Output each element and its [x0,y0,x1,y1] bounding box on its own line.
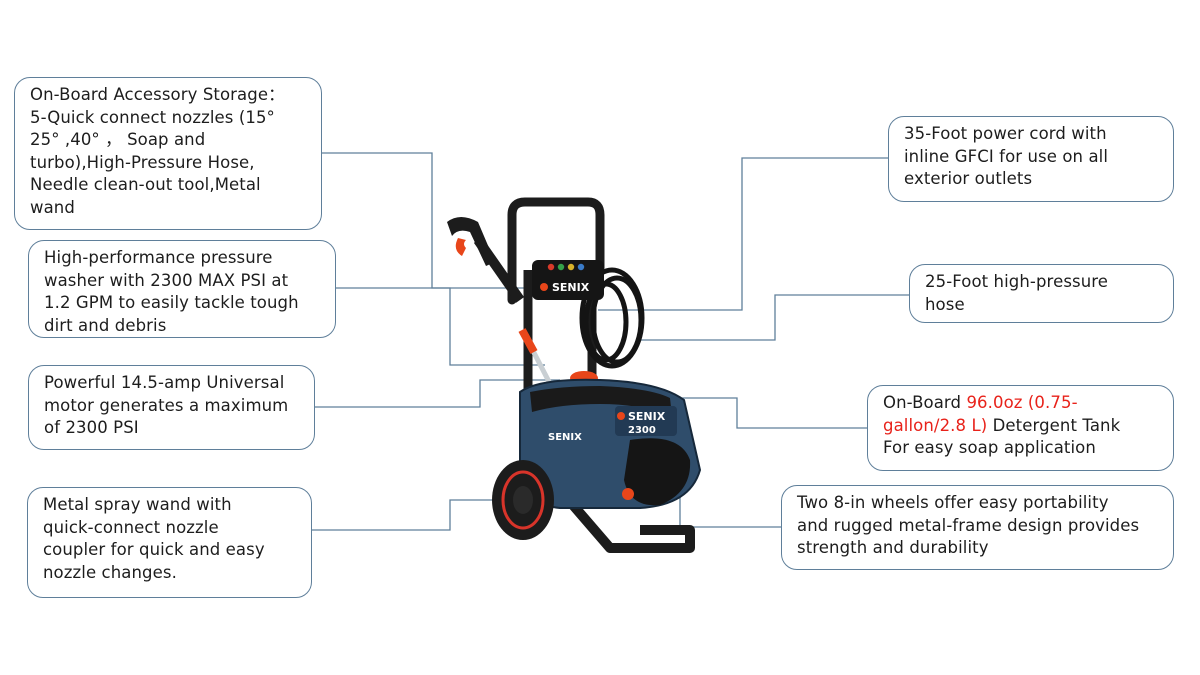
callout-line: Powerful 14.5-amp Universal [44,373,285,392]
callout-line: 25-Foot high-pressure [925,272,1109,291]
spray-gun-body [473,237,525,303]
callout-line: inline GFCI for use on all [904,146,1109,166]
panel-knob-yellow [567,263,575,271]
callout-text: On-Board [883,393,967,412]
panel-knob-red [547,263,555,271]
callout-line: 35-Foot power cord with [904,124,1107,143]
brand-badge-plate [615,406,677,436]
callout-line: For easy soap application [883,438,1096,458]
panel-knob-blue [577,263,585,271]
callout-line: Metal spray wand with [43,495,232,514]
leader-high-performance [336,287,545,366]
body-logo-mark [617,412,625,420]
callout-line: nozzle changes. [43,562,177,582]
callout-wheels: Two 8-in wheels offer easy portability a… [781,485,1174,570]
leader-motor [315,379,560,408]
model-badge: 2300 [628,425,656,436]
callout-hose: 25-Foot high-pressure hose [909,264,1174,323]
spray-gun-trigger [455,238,466,256]
callout-line: gallon/2.8 L) Detergent Tank [883,415,1161,438]
outlet-red [622,488,634,500]
hose-reel [579,267,645,369]
callout-power-cord: 35-Foot power cord with inline GFCI for … [888,116,1174,202]
callout-line: quick-connect nozzle [43,517,219,537]
callout-line: 1.2 GPM to easily tackle tough [44,293,299,313]
callout-line: 5-Quick connect nozzles (15° [30,107,275,127]
callout-line: of 2300 PSI [44,418,139,438]
leader-accessory-storage [322,152,545,289]
leader-hose [640,294,909,341]
wand-coupler [518,328,538,354]
detergent-capacity-highlight: 96.0oz (0.75- [966,393,1078,412]
leader-power-cord [598,157,888,311]
motor-housing [624,438,691,506]
callout-line: dirt and debris [44,315,167,335]
callout-line: coupler for quick and easy [43,540,265,560]
callout-line: turbo),High-Pressure Hose, [30,152,255,172]
detergent-capacity-highlight: gallon/2.8 L) [883,415,988,435]
callout-line: Two 8-in wheels offer easy portability [797,493,1109,512]
machine-body-top [530,386,672,416]
callout-accessory-storage: On-Board Accessory Storage： 5-Quick conn… [14,77,322,230]
frame-foot [556,486,695,553]
callout-line: On-Board Accessory Storage： [30,85,285,104]
callout-line: High-performance pressure [44,248,273,267]
wheel [492,460,554,540]
callout-line: Needle clean-out tool,Metal [30,175,261,195]
callout-line: motor generates a maximum [44,395,289,415]
callout-line: wand [30,197,75,217]
callout-motor: Powerful 14.5-amp Universal motor genera… [28,365,315,450]
callout-line: washer with 2300 MAX PSI at [44,270,289,290]
callout-line: 25° ,40° ， Soap and [30,130,206,150]
body-brand-logo: SENIX [628,410,666,423]
callout-line: hose [925,294,965,314]
callout-spray-wand: Metal spray wand with quick-connect nozz… [27,487,312,598]
callout-text: Detergent Tank [987,415,1121,435]
panel-brand-logo: SENIX [552,281,590,294]
panel-knob-green [557,263,565,271]
callout-detergent-tank: On-Board 96.0oz (0.75- gallon/2.8 L) Det… [867,385,1174,471]
callout-line: exterior outlets [904,169,1033,189]
panel-logo-mark [540,283,548,291]
callout-line: strength and durability [797,538,989,558]
callout-high-performance: High-performance pressure washer with 23… [28,240,336,338]
handle-frame [507,197,605,305]
callout-line: On-Board 96.0oz (0.75- [883,392,1161,415]
side-brand-logo: SENIX [548,432,582,443]
callout-line: and rugged metal-frame design provides [797,515,1140,535]
